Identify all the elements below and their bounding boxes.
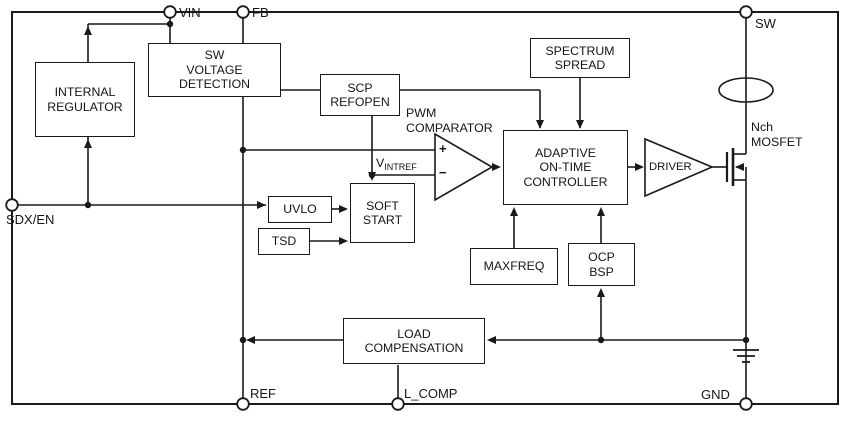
vintref-v: V [376,156,385,170]
junction-dots [84,20,750,344]
pin-label-gnd: GND [701,387,730,402]
ground-symbol [733,349,759,363]
block-uvlo: UVLO [268,196,332,223]
pin-circle-sdx-en [5,198,19,212]
pin-label-sw: SW [755,16,776,31]
block-adaptive-on-time-controller: ADAPTIVE ON-TIME CONTROLLER [503,130,628,205]
comparator-plus-sign: + [439,141,447,156]
block-spectrum-spread: SPECTRUM SPREAD [530,38,630,78]
pin-circle-sw [739,5,753,19]
driver-triangle [644,137,715,198]
driver-label: DRIVER [649,161,692,173]
sense-loop-ellipse [718,77,774,103]
block-maxfreq: MAXFREQ [470,248,558,285]
block-load-compensation: LOAD COMPENSATION [343,318,485,364]
pin-label-vin: VIN [179,5,201,20]
pin-circle-ref [236,397,250,411]
pin-circle-fb [236,5,250,19]
pin-circle-gnd [739,397,753,411]
pin-label-fb: FB [252,5,269,20]
nch-mosfet-symbol [725,148,747,186]
block-soft-start: SOFT START [350,183,415,243]
pin-label-ref: REF [250,386,276,401]
pin-label-sdx-en: SDX/EN [6,212,55,227]
comparator-minus-sign: − [439,165,447,180]
pin-circle-vin [163,5,177,19]
pin-circle-l-comp [391,397,405,411]
vintref-subscript: INTREF [384,162,417,172]
block-ocp-bsp: OCP BSP [568,243,635,286]
block-internal-regulator: INTERNAL REGULATOR [35,62,135,137]
block-scp-refopen: SCP REFOPEN [320,74,400,116]
pin-terminals [5,5,753,411]
pwm-comparator-triangle [434,132,494,202]
block-tsd: TSD [258,228,310,255]
pwm-comparator-label: PWM COMPARATOR [406,106,493,135]
block-sw-voltage-detection: SW VOLTAGE DETECTION [148,43,281,97]
nch-mosfet-label: Nch MOSFET [751,120,803,149]
vintref-label: VINTREF [376,156,417,173]
pin-label-l-comp: L_COMP [404,386,458,401]
